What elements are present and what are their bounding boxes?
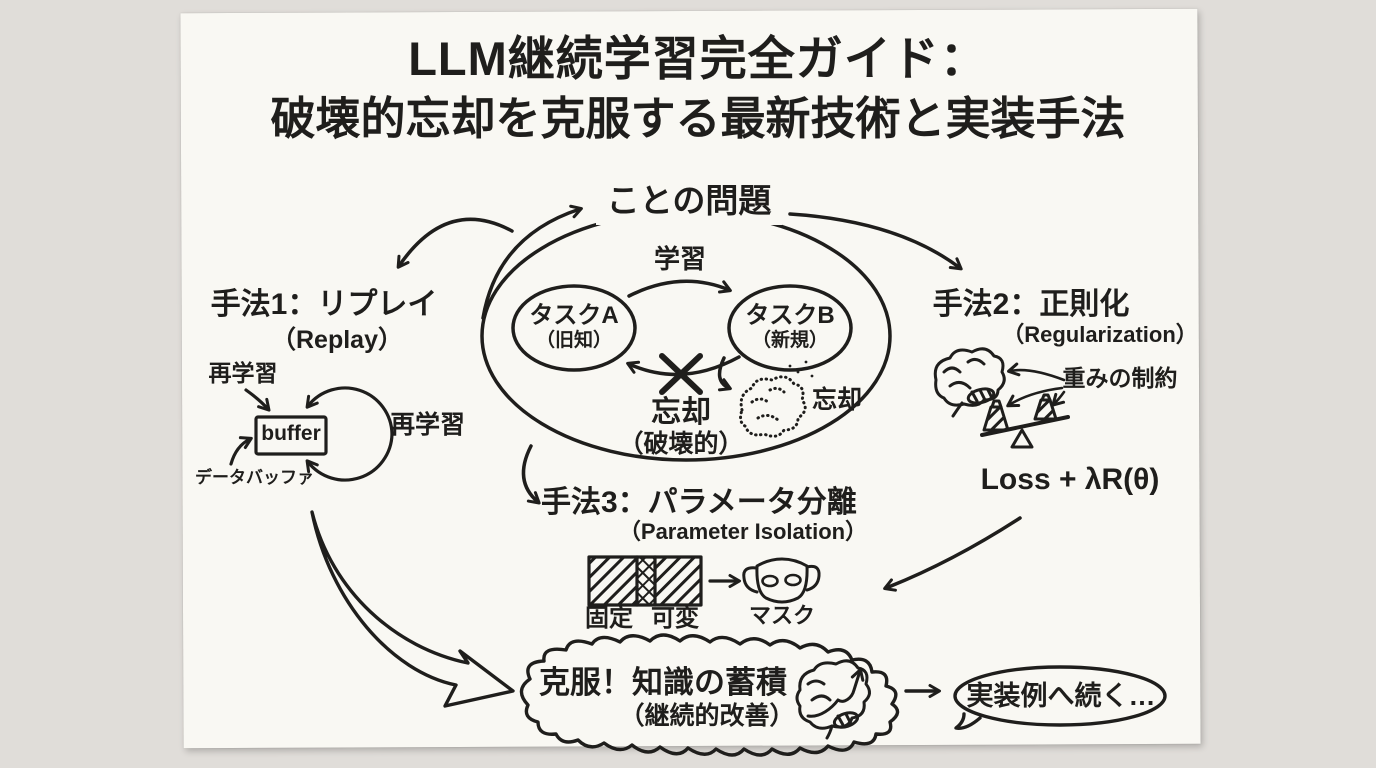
params-outline	[587, 555, 703, 607]
title-line1: LLM継続学習完全ガイド：	[408, 32, 988, 85]
forgetting-note: （破壊的）	[618, 430, 744, 458]
mask-icon	[742, 557, 821, 604]
next-bubble-outline	[953, 665, 1167, 727]
x-mark-icon	[659, 353, 703, 395]
mask-label: マスク	[748, 603, 815, 628]
task-b-label: タスクB （新規）	[730, 302, 850, 351]
conclusion-cloud-note: （継続的改善）	[619, 702, 795, 730]
task-a-name: タスクA	[529, 302, 619, 329]
task-b-note: （新規）	[751, 329, 828, 351]
params-mid-region	[637, 557, 655, 605]
data-buffer-arrow	[229, 436, 253, 466]
relearn-label-loop: 再学習	[390, 411, 466, 439]
params-variable-region	[655, 557, 701, 605]
arrow-formula-to-mask	[883, 516, 1022, 592]
arrow-to-problem-heading	[481, 204, 583, 320]
balance-scale-icon	[980, 393, 1070, 449]
params-fixed-region	[589, 557, 637, 605]
brain-icon	[933, 347, 1006, 418]
weight-left	[982, 405, 1010, 432]
data-buffer-label: データバッファ	[195, 468, 314, 487]
method3-drawing	[587, 555, 821, 607]
buffer-box-label: buffer	[261, 422, 321, 445]
conclusion-cloud-text: 克服！知識の蓄積	[539, 665, 787, 700]
title-line2: 破壊的忘却を克服する最新技術と実装手法	[270, 93, 1126, 144]
arrow-to-method1	[396, 217, 514, 269]
task-a-ellipse	[511, 284, 637, 372]
method2-heading-en: （Regularization）	[1002, 322, 1198, 347]
problem-heading: ことの問題	[596, 182, 782, 225]
next-bubble-tail	[954, 712, 982, 730]
method3-heading: 手法3：パラメータ分離	[541, 486, 857, 519]
variable-params-label: 可変	[651, 605, 699, 632]
method2-drawing	[883, 347, 1070, 592]
brain-dots	[788, 360, 814, 378]
replay-loop-lower	[305, 432, 394, 482]
learning-arrow	[627, 279, 732, 298]
scale-fulcrum	[1010, 428, 1034, 449]
growth-arrow	[806, 668, 865, 718]
task-a-note: （旧知）	[535, 329, 612, 351]
task-b-name: タスクB	[745, 302, 835, 329]
relearn-top-arrow	[244, 388, 271, 412]
arrow-task-b-to-brain	[717, 356, 732, 392]
brain-forget-label: 忘却	[811, 386, 862, 414]
conclusion-drawing	[310, 510, 1167, 757]
weight-right	[1033, 398, 1058, 421]
forgetting-label: 忘却	[651, 396, 711, 429]
big-hollow-arrow	[310, 510, 515, 708]
method2-heading: 手法2：正則化	[932, 288, 1130, 321]
arrow-to-method3	[521, 444, 541, 505]
method1-heading-en: （Replay）	[271, 326, 403, 354]
next-step-bubble-text: 実装例へ続く…	[966, 681, 1156, 711]
weight-constraint-label: 重みの制約	[1062, 365, 1178, 391]
task-b-ellipse	[727, 284, 853, 372]
dotted-brain-icon	[739, 375, 807, 438]
buffer-box	[254, 415, 328, 456]
learning-arrow-label: 学習	[653, 244, 706, 274]
method1-heading: 手法1：リプレイ	[210, 288, 438, 321]
growth-brain-icon	[795, 659, 871, 740]
regularization-formula: Loss + λR(θ)	[980, 463, 1160, 496]
task-a-label: タスクA （旧知）	[514, 302, 634, 351]
replay-loop-upper	[305, 386, 394, 436]
constraint-arrows	[1006, 362, 1066, 408]
relearn-label-top: 再学習	[208, 360, 278, 386]
arrow-to-method2	[788, 212, 963, 271]
method3-heading-en: （Parameter Isolation）	[618, 519, 868, 544]
fixed-params-label: 固定	[585, 605, 633, 632]
cloud-outline	[519, 633, 900, 757]
flow-arrows-top	[396, 204, 963, 505]
method1-drawing	[229, 386, 394, 482]
